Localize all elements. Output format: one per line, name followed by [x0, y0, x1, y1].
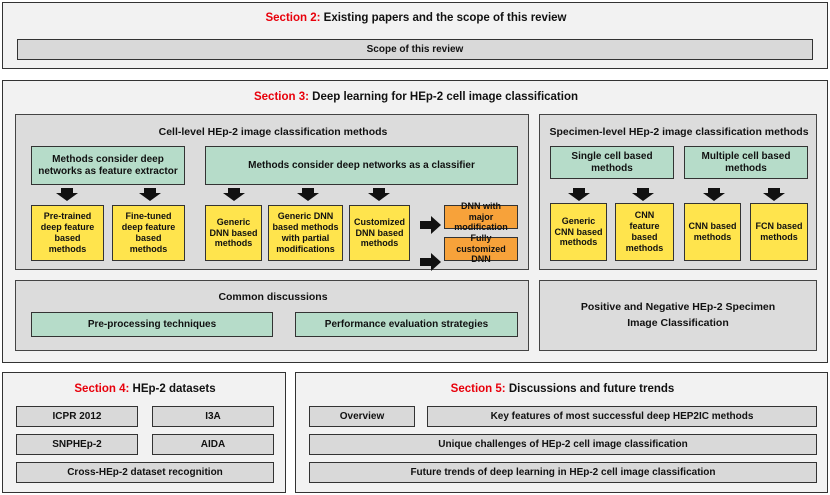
cnn-feature-label: CNN feature based methods	[625, 210, 664, 253]
common-discussions-panel: Common discussions Pre-processing techni…	[15, 280, 529, 351]
fully-custom-label: Fully customized DNN	[456, 232, 506, 265]
arrow-down-icon	[297, 188, 319, 201]
unique-challenges-label: Unique challenges of HEp-2 cell image cl…	[438, 439, 688, 450]
fcn-box: FCN based methods	[750, 203, 808, 261]
cnn-based-label: CNN based methods	[688, 221, 737, 242]
feature-extractor-box: Methods consider deep networks as featur…	[31, 146, 185, 185]
classifier-box: Methods consider deep networks as a clas…	[205, 146, 518, 185]
common-discussions-title: Common discussions	[218, 291, 328, 303]
section5-heading: Section 5: Discussions and future trends	[296, 383, 829, 395]
scope-box: Scope of this review	[17, 39, 813, 60]
preprocessing-label: Pre-processing techniques	[87, 318, 217, 330]
future-trends-label: Future trends of deep learning in HEp-2 …	[410, 467, 716, 478]
fully-custom-box: Fully customized DNN	[444, 233, 518, 264]
cross-box: Cross-HEp-2 dataset recognition	[16, 462, 274, 483]
pos-neg-label: Positive and Negative HEp-2 Specimen Ima…	[580, 300, 776, 329]
section5-title: Discussions and future trends	[505, 383, 675, 395]
classifier-label: Methods consider deep networks as a clas…	[248, 159, 475, 171]
key-features-box: Key features of most successful deep HEP…	[427, 406, 817, 427]
future-trends-box: Future trends of deep learning in HEp-2 …	[309, 462, 817, 483]
section3-title: Deep learning for HEp-2 cell image class…	[308, 91, 579, 103]
pos-neg-panel: Positive and Negative HEp-2 Specimen Ima…	[539, 280, 817, 351]
arrow-down-icon	[763, 188, 785, 201]
generic-dnn-label: Generic DNN based methods	[209, 216, 258, 249]
arrow-down-icon	[56, 188, 78, 201]
single-cell-box: Single cell based methods	[550, 146, 674, 179]
arrow-down-icon	[703, 188, 725, 201]
pretrained-box: Pre-trained deep feature based methods	[31, 205, 104, 261]
cnn-based-box: CNN based methods	[684, 203, 741, 261]
section4-heading: Section 4: HEp-2 datasets	[3, 383, 287, 395]
scope-label: Scope of this review	[366, 44, 464, 55]
aida-label: AIDA	[200, 439, 226, 450]
icpr-label: ICPR 2012	[52, 411, 102, 422]
overview-label: Overview	[339, 411, 385, 422]
generic-cnn-box: Generic CNN based methods	[550, 203, 607, 261]
multiple-cell-label: Multiple cell based methods	[701, 150, 791, 174]
generic-dnn-box: Generic DNN based methods	[205, 205, 262, 261]
finetuned-label: Fine-tuned deep feature based methods	[121, 211, 176, 254]
feature-extractor-label: Methods consider deep networks as featur…	[38, 153, 178, 177]
section4-panel: Section 4: HEp-2 datasets ICPR 2012 I3A …	[2, 372, 286, 493]
generic-cnn-label: Generic CNN based methods	[554, 215, 603, 248]
unique-challenges-box: Unique challenges of HEp-2 cell image cl…	[309, 434, 817, 455]
key-features-label: Key features of most successful deep HEP…	[490, 411, 754, 422]
arrow-down-icon	[632, 188, 654, 201]
section5-panel: Section 5: Discussions and future trends…	[295, 372, 828, 493]
specimen-level-title: Specimen-level HEp-2 image classificatio…	[549, 126, 809, 138]
arrow-down-icon	[223, 188, 245, 201]
i3a-label: I3A	[205, 411, 221, 422]
section3-number: Section 3:	[253, 91, 309, 103]
multiple-cell-box: Multiple cell based methods	[684, 146, 808, 179]
overview-box: Overview	[309, 406, 415, 427]
arrows-cell-level	[56, 188, 441, 271]
arrow-down-icon	[568, 188, 590, 201]
pretrained-label: Pre-trained deep feature based methods	[40, 211, 95, 254]
section2-heading: Section 2: Existing papers and the scope…	[3, 12, 829, 24]
cross-label: Cross-HEp-2 dataset recognition	[67, 467, 223, 478]
snphep-box: SNPHEp-2	[16, 434, 138, 455]
generic-partial-box: Generic DNN based methods with partial m…	[268, 205, 343, 261]
arrow-right-icon	[420, 253, 441, 271]
performance-box: Performance evaluation strategies	[295, 312, 518, 337]
major-mod-box: DNN with major modification	[444, 201, 518, 232]
arrows-specimen-level	[568, 188, 785, 201]
section5-number: Section 5:	[450, 383, 506, 395]
generic-partial-label: Generic DNN based methods with partial m…	[272, 211, 339, 254]
aida-box: AIDA	[152, 434, 274, 455]
cell-level-title: Cell-level HEp-2 image classification me…	[158, 126, 388, 138]
icpr-box: ICPR 2012	[16, 406, 138, 427]
section3-heading: Section 3: Deep learning for HEp-2 cell …	[3, 91, 829, 103]
i3a-box: I3A	[152, 406, 274, 427]
major-mod-label: DNN with major modification	[454, 200, 508, 233]
section2-number: Section 2:	[265, 12, 321, 24]
fcn-label: FCN based methods	[755, 221, 803, 242]
specimen-level-panel: Specimen-level HEp-2 image classificatio…	[539, 114, 817, 270]
single-cell-label: Single cell based methods	[571, 150, 653, 174]
arrow-down-icon	[139, 188, 161, 201]
cell-level-panel: Cell-level HEp-2 image classification me…	[15, 114, 529, 271]
performance-label: Performance evaluation strategies	[324, 318, 489, 330]
preprocessing-box: Pre-processing techniques	[31, 312, 273, 337]
arrow-right-icon	[420, 216, 441, 234]
finetuned-box: Fine-tuned deep feature based methods	[112, 205, 185, 261]
arrow-down-icon	[368, 188, 390, 201]
section4-title: HEp-2 datasets	[129, 383, 216, 395]
customized-dnn-box: Customized DNN based methods	[349, 205, 410, 261]
section2-panel: Section 2: Existing papers and the scope…	[2, 2, 828, 69]
customized-dnn-label: Customized DNN based methods	[353, 216, 405, 249]
snphep-label: SNPHEp-2	[52, 439, 102, 450]
section2-title: Existing papers and the scope of this re…	[320, 12, 567, 24]
cnn-feature-box: CNN feature based methods	[615, 203, 674, 261]
section3-panel: Section 3: Deep learning for HEp-2 cell …	[2, 80, 828, 363]
section4-number: Section 4:	[74, 383, 130, 395]
